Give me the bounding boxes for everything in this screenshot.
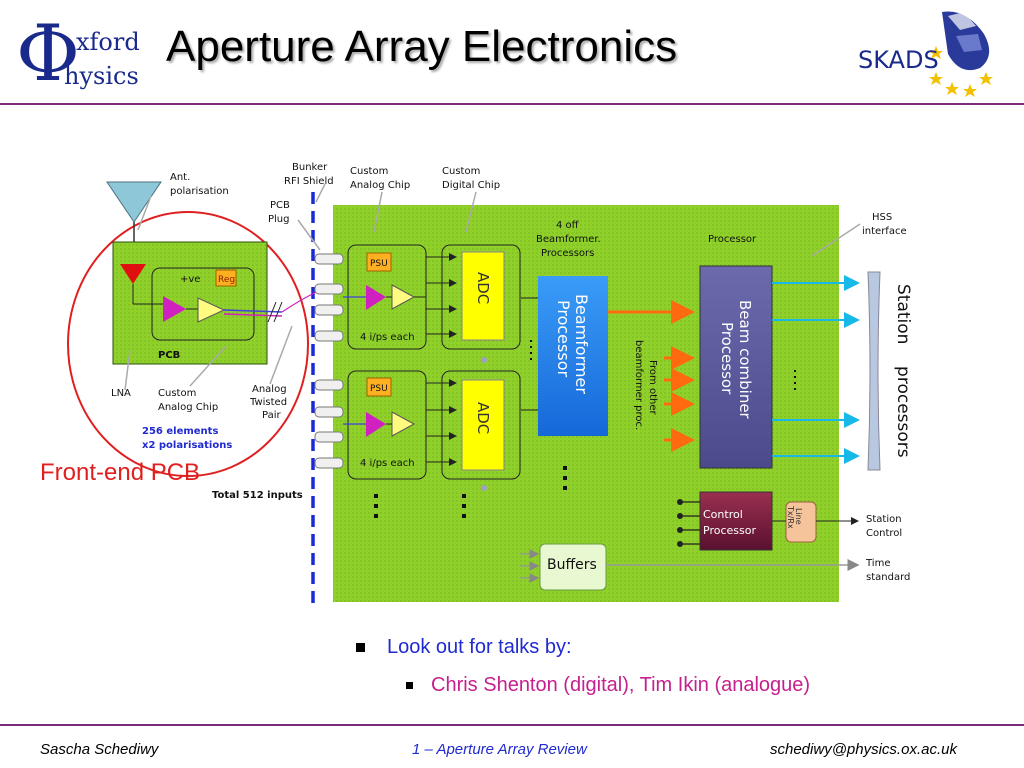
label-beam-combiner-1: Beam combiner (736, 300, 754, 420)
label-digital-chip-1: Custom (442, 166, 480, 177)
label-ant-2: polarisation (170, 186, 229, 197)
bullet-square-icon (406, 682, 413, 690)
label-time-standard-2: standard (866, 572, 910, 583)
label-beamformer-2: Processor (554, 300, 573, 377)
analog-chip-bottom (347, 370, 427, 480)
label-analog-chip-bottom-2: Analog Chip (158, 402, 218, 413)
lna-symbol (120, 264, 146, 284)
label-twisted-pair-1: Analog (252, 384, 287, 395)
bullet-level2: Chris Shenton (digital), Tim Ikin (analo… (406, 674, 810, 697)
antenna-triangle (106, 181, 162, 223)
label-line-2: Tx/Rx (786, 505, 795, 529)
label-beamformer-count-3: Processors (541, 248, 594, 259)
label-front-end-pcb: Front-end PCB (40, 459, 200, 486)
label-inputs-bottom: 4 i/ps each (360, 458, 415, 469)
label-hss-1: HSS (872, 212, 892, 223)
front-end-ellipse (67, 211, 309, 477)
label-bunker-2: RFI Shield (284, 176, 334, 187)
label-twisted-pair-3: Pair (262, 410, 281, 421)
line-txrx-box (785, 501, 817, 543)
adc-bottom-box (461, 379, 505, 471)
digital-chip-bottom (441, 370, 521, 480)
label-beamformer-1: Beamformer (572, 294, 591, 394)
label-beamformer-count-1: 4 off (556, 220, 580, 231)
footer-slide-info: 1 – Aperture Array Review (412, 741, 587, 758)
adc-top-box (461, 251, 505, 341)
front-end-filter (197, 297, 226, 323)
label-adc-top: ADC (474, 272, 492, 304)
label-pcb: PCB (158, 350, 180, 361)
label-beamformer-count-2: Beamformer. (536, 234, 601, 245)
skads-logo: SKADS (858, 11, 993, 97)
footer-author: Sascha Schediwy (40, 741, 159, 758)
label-ve: +ve (180, 274, 200, 285)
beam-combiner-box (699, 265, 773, 469)
control-processor-box (699, 491, 773, 551)
label-bunker-1: Bunker (292, 162, 328, 173)
label-hss-2: interface (862, 226, 907, 237)
label-station-processors: Station processors (893, 284, 913, 458)
oxford-logo-line2: hysics (64, 62, 139, 90)
oxford-logo-phi: Φ (16, 10, 80, 98)
bullet-level1-text: Look out for talks by: (387, 636, 572, 658)
label-inputs-top: 4 i/ps each (360, 332, 415, 343)
psu-bottom-box (366, 377, 392, 397)
label-psu-bottom: PSU (370, 384, 388, 394)
label-adc-bottom: ADC (474, 402, 492, 434)
bullet-level2-text: Chris Shenton (digital), Tim Ikin (analo… (431, 674, 811, 696)
bullet-level1: Look out for talks by: (356, 636, 572, 659)
front-end-amplifier (163, 296, 186, 322)
label-line-1: Line (794, 508, 803, 525)
label-control-processor-1: Control (703, 508, 743, 521)
skads-logo-text: SKADS (858, 46, 939, 74)
label-analog-chip-top-1: Custom (350, 166, 388, 177)
label-ant-1: Ant. (170, 172, 190, 183)
label-elements-2: x2 polarisations (142, 440, 232, 451)
label-beam-combiner-2: Processor (718, 322, 736, 395)
label-station-control-2: Control (866, 528, 902, 539)
bullet-square-icon (356, 643, 365, 653)
footer-email: schediwy@physics.ox.ac.uk (770, 741, 957, 758)
label-time-standard-1: Time (865, 558, 890, 569)
front-end-pcb-board (112, 241, 268, 365)
label-analog-chip-top-2: Analog Chip (350, 180, 410, 191)
label-lna: LNA (111, 388, 131, 399)
label-elements-1: 256 elements (142, 426, 218, 437)
station-processors-bar (867, 271, 881, 471)
psu-top-box (366, 252, 392, 272)
footer-divider (0, 724, 1024, 726)
buffers-box (539, 543, 607, 591)
label-digital-chip-2: Digital Chip (442, 180, 500, 191)
label-psu-top: PSU (370, 259, 388, 269)
label-from-other-1: From other (647, 360, 658, 415)
label-reg: Reg (218, 275, 235, 285)
label-pcb-plug-2: Plug (268, 214, 290, 225)
oxford-logo-line1: xford (76, 28, 140, 56)
input-connectors (314, 253, 344, 469)
digital-chip-top (441, 244, 521, 350)
label-processor: Processor (708, 234, 757, 245)
label-from-other-2: beamformer proc. (633, 340, 644, 430)
label-twisted-pair-2: Twisted (249, 397, 287, 408)
label-control-processor-2: Processor (703, 524, 756, 537)
page-title: Aperture Array Electronics (166, 22, 678, 71)
label-pcb-plug-1: PCB (270, 200, 290, 211)
regulator-box (215, 269, 237, 287)
aperture-array-diagram: Ant. polarisation Bunker RFI Shield Cust… (40, 162, 913, 606)
label-buffers: Buffers (547, 557, 597, 573)
label-station-control-1: Station (866, 514, 902, 525)
label-analog-chip-bottom-1: Custom (158, 388, 196, 399)
beamformer-processor-box (538, 276, 608, 436)
header-divider (0, 103, 1024, 105)
label-total-inputs: Total 512 inputs (212, 490, 303, 501)
oxford-physics-logo: Φ xford hysics (16, 10, 140, 98)
